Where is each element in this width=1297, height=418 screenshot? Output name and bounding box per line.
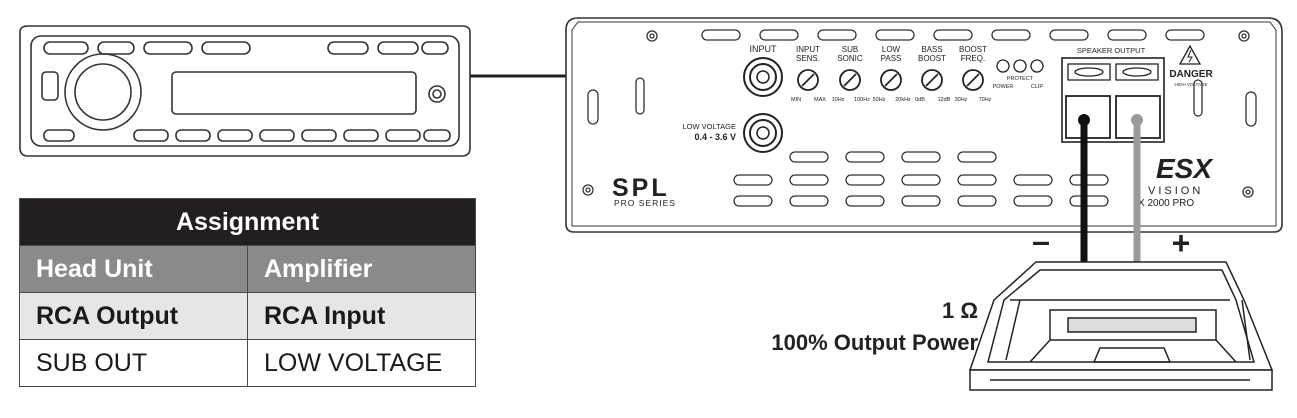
clip-led-icon — [1030, 59, 1044, 73]
cell-low-voltage: LOW VOLTAGE — [247, 339, 476, 387]
head-unit — [19, 25, 471, 157]
input-label: INPUT — [750, 44, 778, 54]
cell-sub-out: SUB OUT — [19, 339, 248, 387]
knob-bass-boost: BASS BOOST 0dB 12dB — [915, 45, 951, 103]
low-voltage-label: LOW VOLTAGE — [683, 122, 736, 131]
low-pass-label-1: LOW — [882, 45, 901, 54]
sub-min: 10Hz — [832, 97, 845, 103]
subwoofer — [968, 261, 1274, 391]
impedance-label: 1 Ω — [942, 298, 978, 323]
sub-sonic-label-2: SONIC — [837, 54, 863, 63]
status-leds — [996, 59, 1044, 73]
lp-max: 20kHz — [895, 97, 911, 103]
knob-low-pass: LOW PASS 50Hz 20kHz — [873, 45, 911, 103]
amplifier: INPUT LOW VOLTAGE 0.4 - 3.6 V INPUT SENS… — [565, 17, 1283, 233]
table-title-row: Assignment — [19, 198, 476, 246]
power-led-icon — [996, 59, 1010, 73]
low-voltage-range: 0.4 - 3.6 V — [694, 132, 736, 142]
volume-knob-icon — [64, 53, 142, 131]
input-sens-label-1: INPUT — [796, 45, 820, 54]
protect-led-icon — [1013, 59, 1027, 73]
spl-logo: SPL — [612, 174, 670, 202]
vision-label: VISION — [1148, 185, 1203, 197]
power-led-label: POWER — [993, 84, 1014, 90]
pro-series-label: PRO SERIES — [614, 198, 676, 208]
bass-boost-label-2: BOOST — [918, 54, 946, 63]
bf-min: 30Hz — [955, 97, 968, 103]
display-window — [171, 71, 417, 115]
model-label: X 2000 PRO — [1138, 198, 1194, 209]
clip-led-label: CLIP — [1031, 84, 1044, 90]
speaker-output-label: SPEAKER OUTPUT — [1077, 46, 1146, 55]
sens-min: MIN — [791, 97, 801, 103]
sub-sonic-label-1: SUB — [842, 45, 858, 54]
subheader-rca-output: RCA Output — [19, 292, 248, 340]
assignment-table: Assignment Head Unit Amplifier RCA Outpu… — [19, 198, 476, 387]
table-title: Assignment — [19, 198, 476, 246]
knob-input-sens: INPUT SENS. MIN MAX — [791, 45, 826, 103]
table-subheader-row: RCA Output RCA Input — [19, 292, 476, 340]
boost-freq-label-1: BOOST — [959, 45, 987, 54]
lp-min: 50Hz — [873, 97, 886, 103]
subheader-rca-input: RCA Input — [247, 292, 476, 340]
table-header-row: Head Unit Amplifier — [19, 245, 476, 293]
knob-sub-sonic: SUB SONIC 10Hz 100Hz — [832, 45, 871, 103]
low-voltage-jack — [743, 113, 783, 153]
input-rca-jack — [743, 57, 783, 97]
knob-boost-freq: BOOST FREQ. 30Hz 70Hz — [955, 45, 992, 103]
danger-label: DANGER — [1169, 69, 1213, 80]
bf-max: 70Hz — [979, 97, 992, 103]
sens-max: MAX — [814, 97, 826, 103]
protect-led-label: PROTECT — [1007, 76, 1034, 82]
low-pass-label-2: PASS — [881, 54, 902, 63]
high-voltage-label: HIGH VOLTAGE — [1174, 82, 1207, 87]
table-row: SUB OUT LOW VOLTAGE — [19, 339, 476, 387]
speaker-output-block — [1061, 57, 1165, 143]
boost-freq-label-2: FREQ. — [961, 54, 985, 63]
bass-boost-label-1: BASS — [921, 45, 942, 54]
bb-min: 0dB — [915, 97, 925, 103]
minus-label: – — [1032, 223, 1050, 259]
sub-max: 100Hz — [854, 97, 870, 103]
speaker-wires — [1078, 114, 1143, 262]
input-sens-label-2: SENS. — [796, 54, 820, 63]
esx-logo: ESX — [1156, 153, 1214, 184]
output-power-label: 100% Output Power — [771, 330, 978, 355]
danger-warning-icon — [1178, 44, 1202, 65]
bb-max: 12dB — [938, 97, 951, 103]
header-head-unit: Head Unit — [19, 245, 248, 293]
plus-label: + — [1172, 225, 1191, 261]
header-amplifier: Amplifier — [247, 245, 476, 293]
